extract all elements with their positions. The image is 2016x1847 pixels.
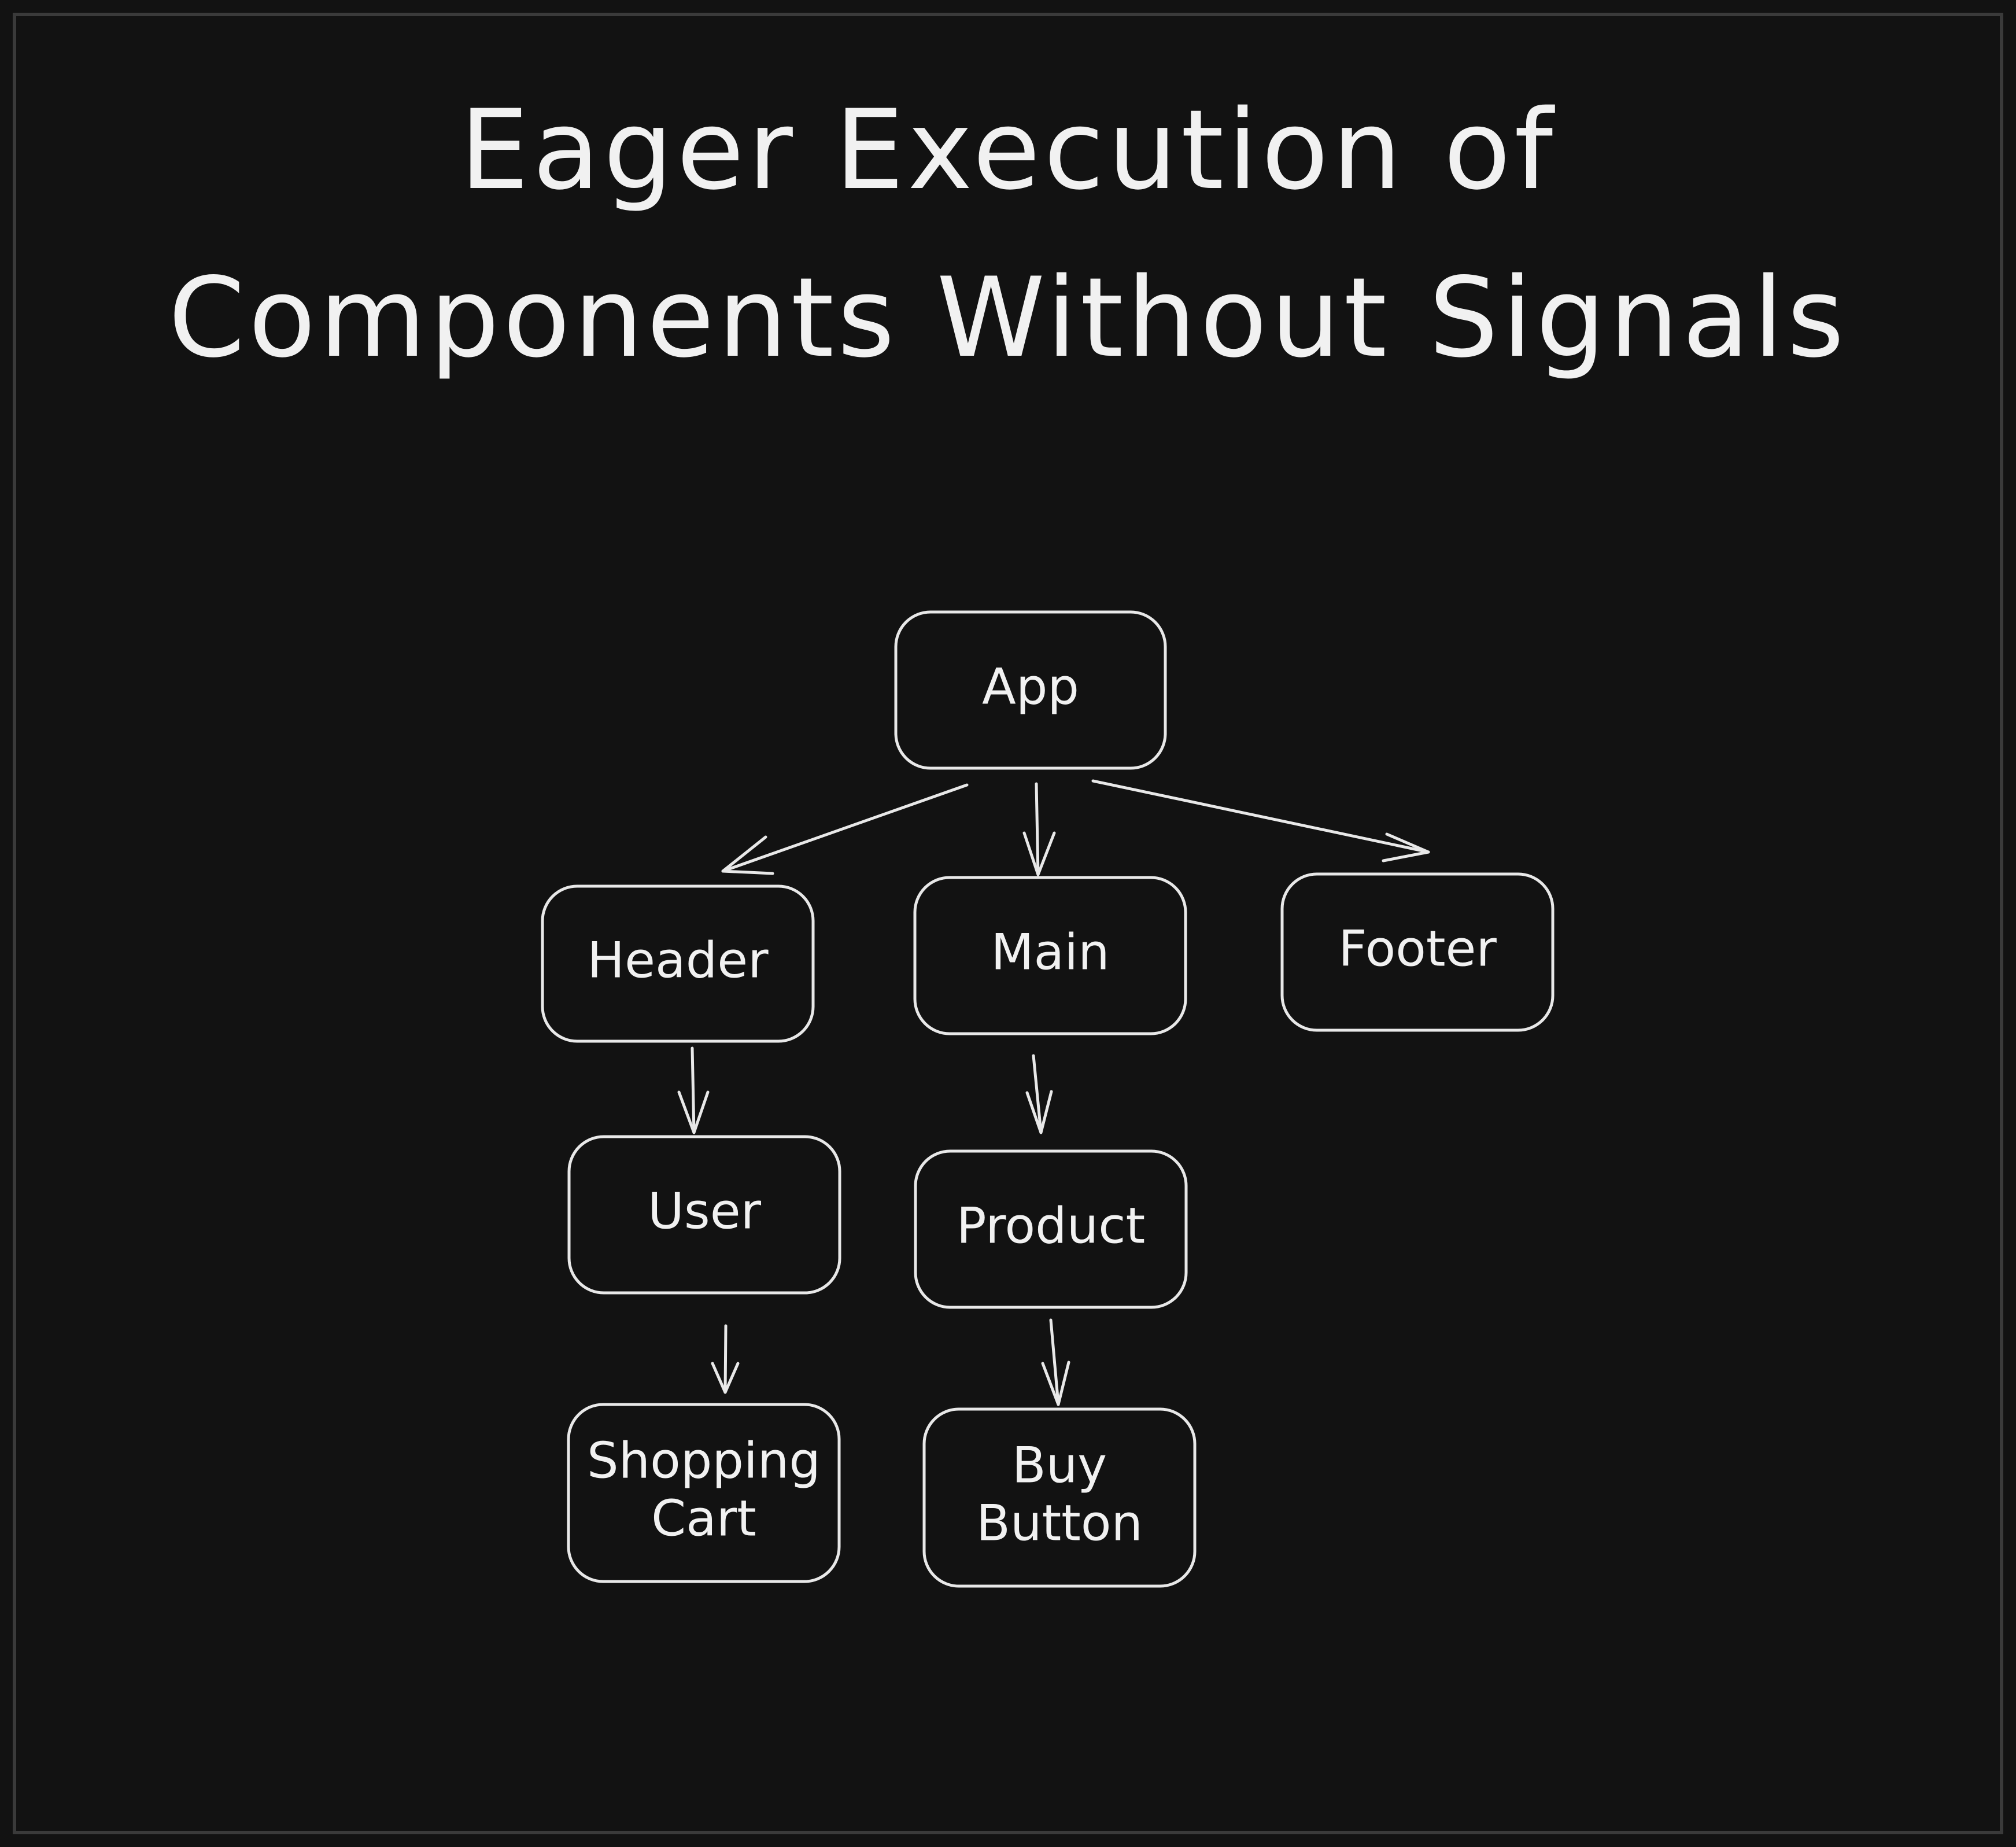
node-box-buy-button <box>922 1407 1197 1588</box>
node-footer: Footer <box>1280 872 1555 1032</box>
node-product: Product <box>914 1149 1188 1309</box>
node-label-footer: Footer <box>1338 920 1497 978</box>
node-label-buy-button-2: Button <box>976 1494 1143 1552</box>
node-box-user <box>567 1135 841 1295</box>
node-label-buy-button-1: Buy <box>1012 1436 1107 1494</box>
edge-header-user <box>677 1046 710 1134</box>
edge-product-buy-button <box>1041 1318 1070 1406</box>
node-label-product: Product <box>957 1197 1146 1255</box>
node-main: Main <box>913 876 1187 1035</box>
edge-main-product <box>1025 1054 1053 1134</box>
node-label-app: App <box>982 658 1079 716</box>
edge-app-main <box>1022 782 1056 876</box>
edge-app-header <box>721 783 969 875</box>
node-header: Header <box>541 884 815 1043</box>
node-user: User <box>567 1135 841 1295</box>
diagram-title-line-1: Eager Execution of <box>459 86 1557 214</box>
node-box-footer <box>1280 872 1555 1032</box>
node-label-header: Header <box>587 931 769 989</box>
node-label-main: Main <box>991 923 1109 981</box>
edge-app-footer <box>1091 779 1430 862</box>
node-box-app <box>894 610 1167 770</box>
node-box-main <box>913 876 1187 1035</box>
diagram-title-line-2: Components Without Signals <box>168 254 1848 382</box>
node-label-shopping-cart-1: Shopping <box>587 1432 821 1490</box>
diagram-frame <box>13 13 2003 1834</box>
node-app: App <box>894 610 1167 770</box>
node-box-header <box>541 884 815 1043</box>
node-label-user: User <box>648 1182 762 1240</box>
edge-user-shopping-cart <box>711 1324 740 1394</box>
node-box-shopping-cart <box>567 1403 841 1583</box>
node-label-shopping-cart-2: Cart <box>651 1490 756 1547</box>
node-box-product <box>914 1149 1188 1309</box>
